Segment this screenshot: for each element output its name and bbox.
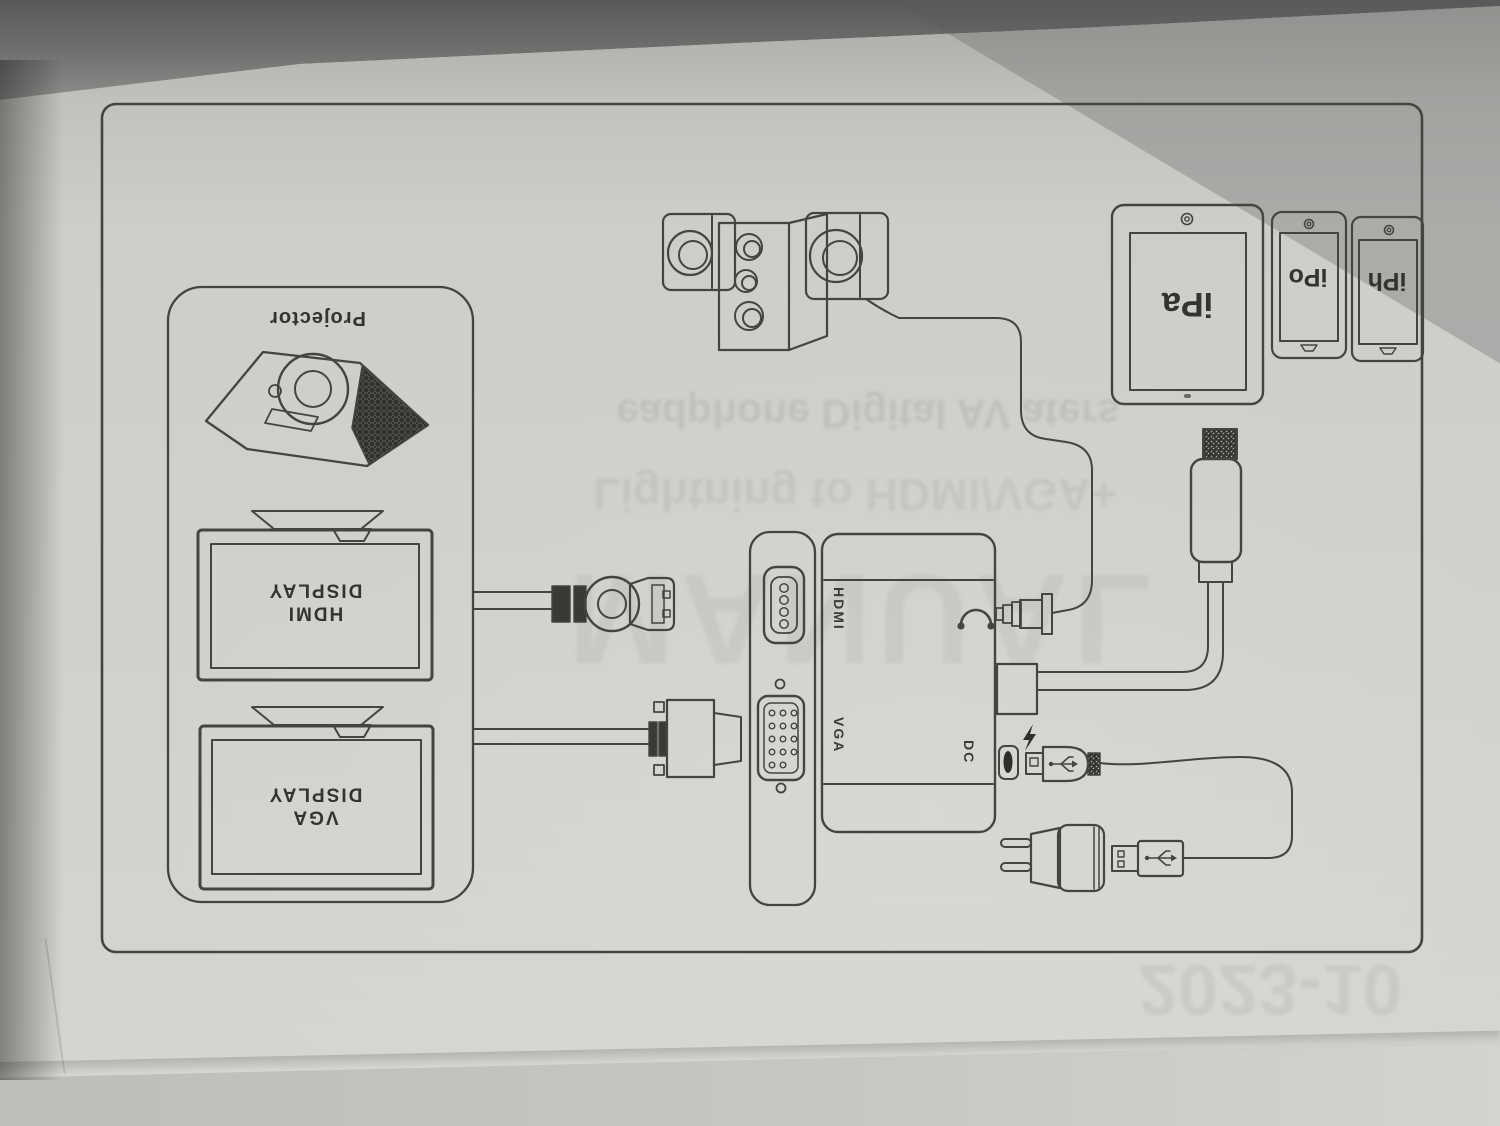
hdmi-display-sketch <box>196 510 434 682</box>
headphone-icon <box>957 608 995 630</box>
micro-usb-plug-icon <box>1025 745 1101 783</box>
hdmi-display-label-line1: HDMI <box>286 602 344 624</box>
adapter-side-panel <box>748 530 817 907</box>
screw-hole-bottom <box>775 782 787 794</box>
power-cable <box>1099 756 1293 859</box>
hdmi-display-label: HDMI DISPLAY <box>240 578 390 624</box>
adapter-body <box>820 532 1019 834</box>
adapter-hdmi-port-label: HDMI <box>830 587 847 631</box>
adapter-vga-port-label: VGA <box>830 716 847 754</box>
eu-wall-charger-icon <box>1000 823 1106 893</box>
vga-cable <box>472 698 742 779</box>
ipad-label: iPa <box>1161 284 1214 323</box>
hdmi-display-label-line2: DISPLAY <box>267 579 363 601</box>
vga-display-label: VGA DISPLAY <box>240 782 390 828</box>
projector-label: Projector <box>269 307 366 329</box>
display-group-frame <box>166 285 475 904</box>
ipod-sketch <box>1270 210 1348 360</box>
screw-hole-top <box>774 678 786 690</box>
lightning-cable <box>995 581 1224 716</box>
lightning-bolt-icon <box>1023 724 1036 751</box>
hdmi-port-icon <box>762 565 806 645</box>
hdmi-cable <box>472 575 676 633</box>
dc-port-icon <box>998 745 1019 780</box>
iphone-sketch <box>1350 215 1425 363</box>
vga-display-sketch <box>198 706 435 891</box>
usb-a-plug-icon <box>1111 839 1191 878</box>
ipod-label: iPo <box>1288 263 1328 291</box>
projector-sketch <box>204 350 430 468</box>
vga-port-icon <box>756 694 806 782</box>
vga-display-label-line1: VGA <box>291 806 339 828</box>
vga-display-label-line2: DISPLAY <box>267 783 363 805</box>
speakers-sketch <box>661 211 900 352</box>
speaker-audio-wire <box>898 317 1093 614</box>
iphone-label: iPh <box>1367 267 1407 295</box>
ipad-sketch <box>1110 203 1265 406</box>
adapter-dc-port-label: DC <box>960 739 977 765</box>
left-edge-shadow <box>0 60 90 1080</box>
lightning-connector-icon <box>1189 428 1243 583</box>
audio-plug-icon <box>995 593 1053 635</box>
diagram-border <box>100 102 1424 954</box>
